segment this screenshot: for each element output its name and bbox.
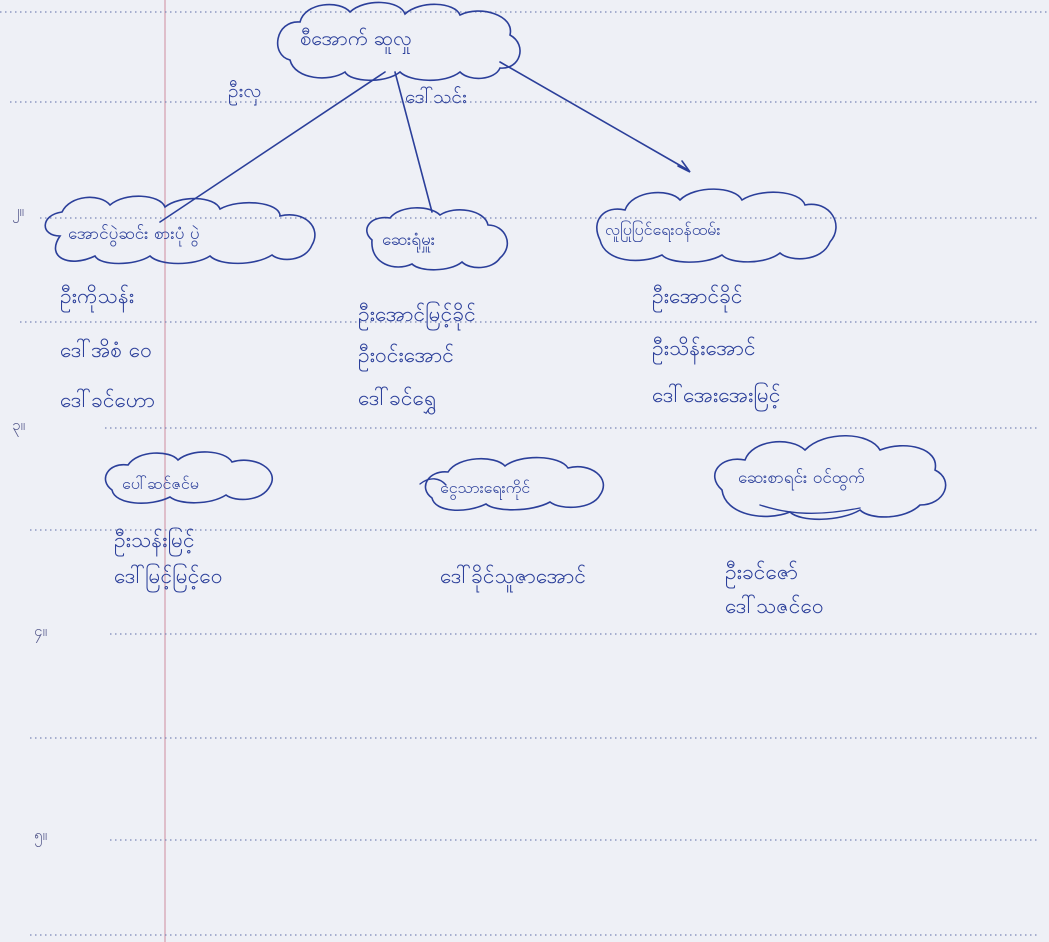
root-member-2: ဒေါ်သင်း	[405, 86, 467, 108]
group-1-title: အောင်ပွဲဆင်း စားပုံ ပွဲ	[68, 224, 200, 244]
group-1-member: ဦးကိုသန်း	[60, 284, 135, 308]
margin-number-2: ၂။	[12, 202, 24, 220]
group-4-title: ပေါ်ဆင်ဇင်မ	[122, 474, 199, 493]
connectors	[159, 61, 691, 223]
cloud-group-6	[714, 434, 947, 521]
cloud-root	[276, 1, 521, 82]
connector-line	[159, 71, 386, 223]
group-2-member: ဦးဝင်းအောင်	[358, 343, 454, 367]
group-3-title: လူပြုပြင်ရေးဝန်ထမ်း	[605, 220, 721, 239]
cloud-group-2	[366, 207, 509, 271]
group-3-member: ဦးသိန်းအောင်	[652, 336, 756, 360]
group-5-member: ဒေါ်ခိုင်သူဇာအောင်	[440, 564, 587, 588]
margin-number-5: ၅။	[34, 826, 47, 844]
group-2-title: ဆေးရုံမှူး	[382, 230, 436, 250]
clouds	[44, 1, 947, 521]
cloud-scribble	[759, 504, 861, 515]
root-member-1: ဦးလှ	[228, 80, 262, 102]
arrowhead	[677, 160, 691, 173]
cloud-group-5	[424, 456, 605, 512]
group-4-member: ဒေါ်မြင့်မြင့်ဝေ	[114, 564, 223, 588]
cloud-group-4	[104, 451, 273, 504]
cloud-scribbles	[419, 478, 861, 515]
margin-number-4: ၄။	[34, 622, 47, 640]
group-2-member: ဦးအောင်မြင့်ခိုင်	[358, 302, 476, 326]
group-1-member: ဒေါ်ခင်ဟော	[60, 388, 156, 412]
cloud-group-3	[596, 188, 837, 263]
group-1-member: ဒေါ်အိစံ ဝေ	[60, 338, 152, 362]
group-2-member: ဒေါ်ခင်ရွှေ	[358, 386, 437, 410]
root-title: စီအောက် ဆူလှု	[300, 26, 412, 50]
group-6-title: ဆေးစာရင်း ဝင်ထွက်	[738, 468, 865, 488]
group-3-member: ဒေါ်အေးအေးမြင့်	[652, 383, 781, 407]
cloud-group-1	[44, 195, 316, 265]
group-6-member: ဦးခင်ဇော်	[725, 560, 798, 584]
group-6-member: ဒေါ်သဇင်ဝေ	[725, 594, 824, 618]
dotted-rules	[0, 11, 1049, 936]
margin-number-3: ၃။	[12, 416, 25, 434]
cloud-scribble	[419, 478, 447, 486]
connector-line	[394, 71, 433, 213]
group-3-member: ဦးအောင်ခိုင်	[652, 284, 743, 308]
group-4-member: ဦးသန်းမြင့်	[114, 528, 195, 552]
connector-line	[499, 61, 689, 171]
group-5-title: ငွေသားရေးကိုင်	[440, 478, 531, 497]
